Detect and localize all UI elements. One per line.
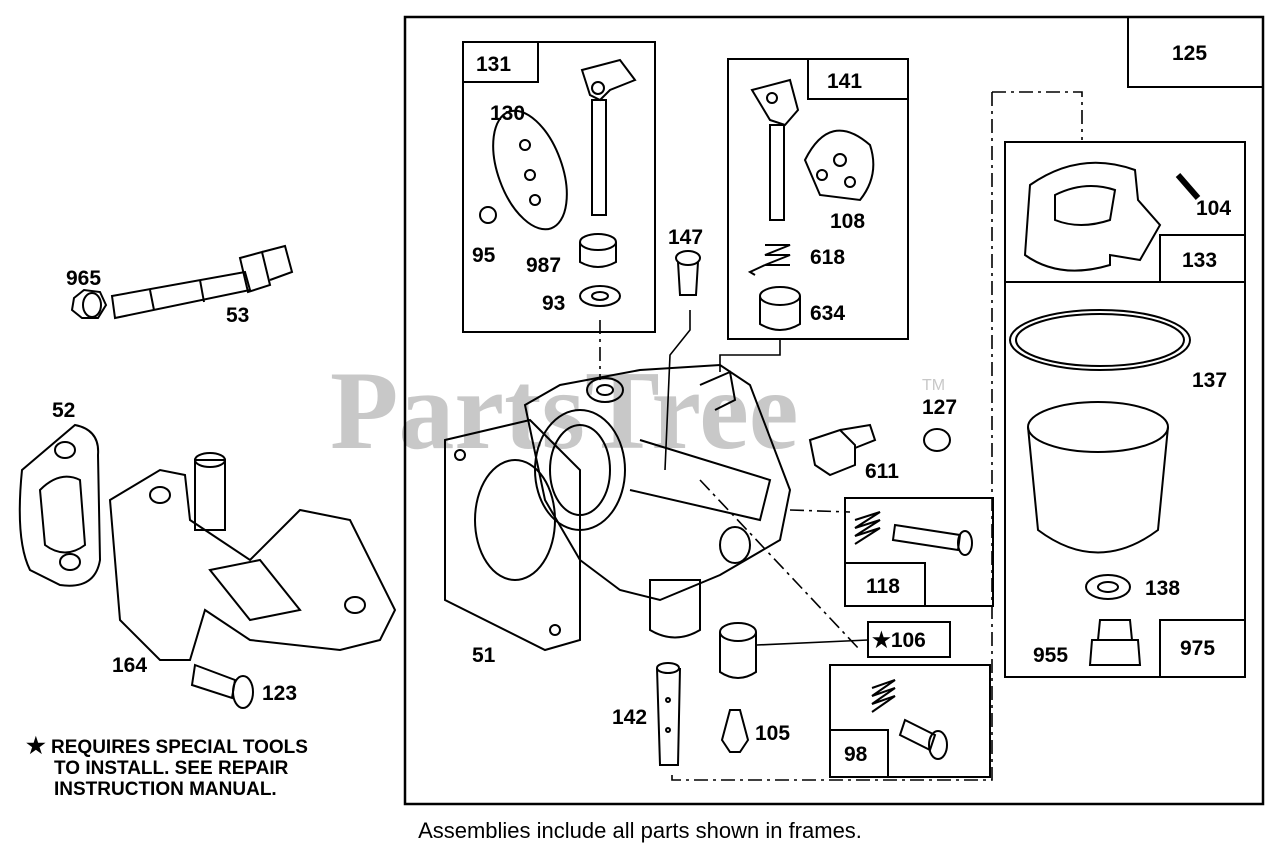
part-142-tube xyxy=(656,662,681,766)
label-98: 98 xyxy=(844,743,868,766)
note-line-3: INSTRUCTION MANUAL. xyxy=(54,779,277,800)
label-130: 130 xyxy=(490,102,525,125)
part-987-seal xyxy=(579,233,617,268)
label-147: 147 xyxy=(668,226,703,249)
label-141: 141 xyxy=(827,70,862,93)
part-53-shaft xyxy=(110,244,294,320)
label-634: 634 xyxy=(810,302,845,325)
part-52-gasket xyxy=(18,423,102,587)
label-987: 987 xyxy=(526,254,561,277)
label-118: 118 xyxy=(866,575,900,598)
frame-141 xyxy=(727,58,909,340)
part-123-screw xyxy=(190,663,254,709)
label-box-133 xyxy=(1159,234,1246,283)
frame-131 xyxy=(462,41,656,333)
part-labels: 965 53 52 164 123 131 130 95 987 93 147 … xyxy=(52,42,1231,766)
label-53: 53 xyxy=(226,304,249,327)
label-box-98 xyxy=(829,729,889,778)
part-634-bushing xyxy=(759,286,801,331)
part-127-plug xyxy=(923,428,951,452)
part-108-choke-plate xyxy=(803,129,875,202)
label-108: 108 xyxy=(830,210,865,233)
part-bowl xyxy=(1027,401,1169,554)
part-133-float xyxy=(1023,161,1162,272)
label-618: 618 xyxy=(810,246,845,269)
label-box-141 xyxy=(807,58,909,100)
star-icon: ★ xyxy=(26,733,46,758)
label-box-118 xyxy=(844,562,926,607)
label-95: 95 xyxy=(472,244,496,267)
part-141-choke-shaft xyxy=(750,78,800,221)
label-106: ★106 xyxy=(872,629,926,652)
label-box-106 xyxy=(867,621,951,658)
part-965-nut xyxy=(70,288,108,319)
part-104-pin xyxy=(1175,173,1201,200)
part-147-screw xyxy=(675,250,701,296)
part-118-mixture-screw xyxy=(854,511,973,556)
label-105: 105 xyxy=(755,722,790,745)
label-965: 965 xyxy=(66,267,101,290)
label-104: 104 xyxy=(1196,197,1231,220)
part-105-needle xyxy=(720,709,750,753)
note-line-1: REQUIRES SPECIAL TOOLS xyxy=(51,737,308,758)
label-51: 51 xyxy=(472,644,496,667)
note-line-2: TO INSTALL. SEE REPAIR xyxy=(54,758,289,779)
part-618-spring xyxy=(747,244,791,276)
leader-lines xyxy=(599,91,1083,781)
diagram-caption: Assemblies include all parts shown in fr… xyxy=(418,818,862,843)
label-137: 137 xyxy=(1192,369,1227,392)
part-95-screw xyxy=(479,206,497,224)
label-123: 123 xyxy=(262,682,297,705)
part-955-bolt xyxy=(1088,619,1142,666)
label-131: 131 xyxy=(476,53,511,76)
part-130-throttle-plate xyxy=(492,109,568,231)
label-142: 142 xyxy=(612,706,647,729)
part-611-elbow xyxy=(808,423,877,477)
label-93: 93 xyxy=(542,292,565,315)
special-tools-note: ★ REQUIRES SPECIAL TOOLS TO INSTALL. SEE… xyxy=(26,733,308,801)
frame-98 xyxy=(829,664,991,778)
trademark-text: TM xyxy=(922,377,945,394)
solid-leaders xyxy=(664,310,869,646)
part-131-throttle-shaft xyxy=(580,58,637,216)
label-955: 955 xyxy=(1033,644,1068,667)
label-box-125 xyxy=(1127,16,1264,88)
part-138-washer xyxy=(1085,574,1131,600)
label-133: 133 xyxy=(1182,249,1217,272)
part-137-gasket xyxy=(1009,309,1191,371)
carburetor-body xyxy=(523,363,792,639)
label-box-975 xyxy=(1159,619,1246,678)
part-93-washer xyxy=(579,285,621,307)
part-106-seat xyxy=(719,622,757,679)
label-975: 975 xyxy=(1180,637,1215,660)
part-164-manifold xyxy=(108,452,397,661)
part-98-idle-screw xyxy=(871,679,948,760)
main-assembly-frame xyxy=(403,15,1265,806)
label-611: 611 xyxy=(865,460,899,483)
label-127: 127 xyxy=(922,396,957,419)
label-box-131 xyxy=(462,41,539,83)
label-52: 52 xyxy=(52,399,75,422)
label-138: 138 xyxy=(1145,577,1180,600)
label-164: 164 xyxy=(112,654,147,677)
label-125: 125 xyxy=(1172,42,1207,65)
frame-bowl-assembly xyxy=(1004,141,1246,678)
